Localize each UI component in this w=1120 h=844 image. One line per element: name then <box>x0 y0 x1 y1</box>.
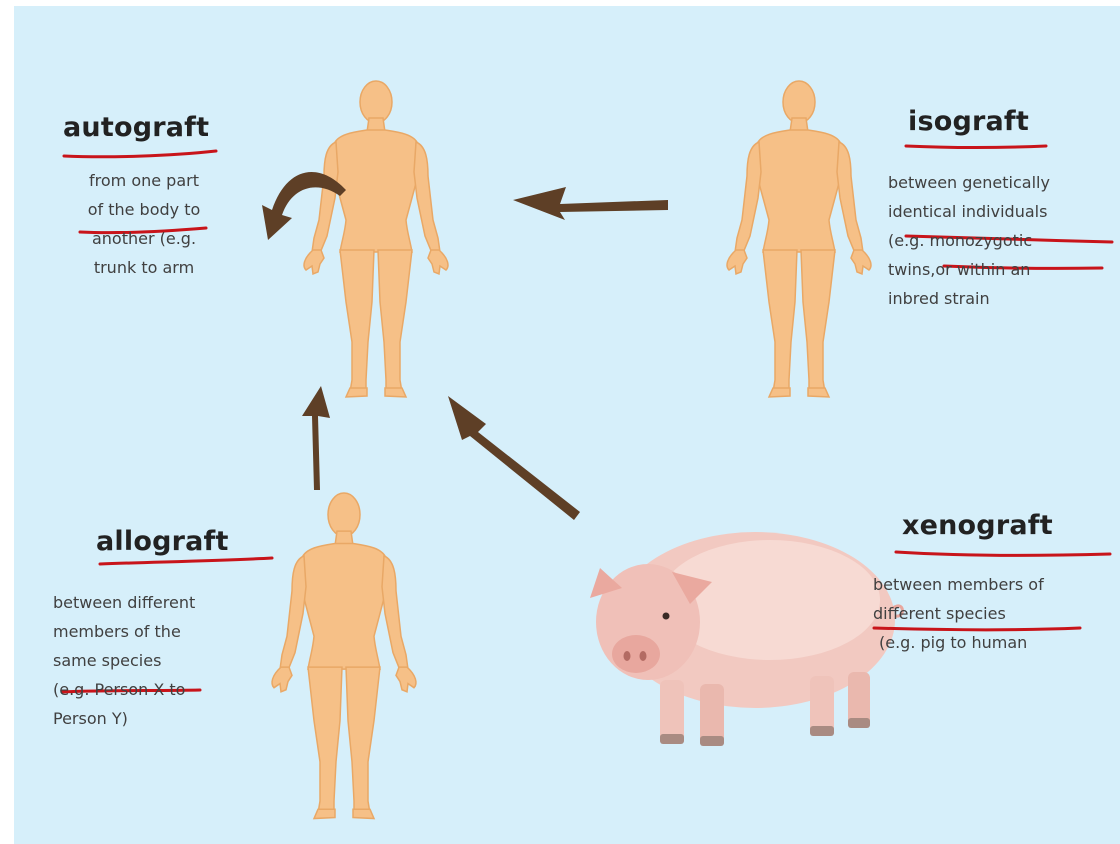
pig-icon <box>590 532 902 746</box>
allograft-description: between different members of the same sp… <box>53 588 273 733</box>
allograft-line: same species <box>53 646 273 675</box>
human-figure-icon <box>272 493 416 818</box>
isograft-description: between genetically identical individual… <box>888 168 1120 313</box>
autograft-line: of the body to <box>54 195 234 224</box>
isograft-line: identical individuals <box>888 197 1120 226</box>
autograft-description: from one part of the body to another (e.… <box>54 166 234 282</box>
autograft-line: from one part <box>54 166 234 195</box>
isograft-line: (e.g. monozygotic <box>888 226 1120 255</box>
isograft-line: between genetically <box>888 168 1120 197</box>
xenograft-line: different species <box>873 599 1120 628</box>
isograft-line: twins,or within an <box>888 255 1120 284</box>
arrow-icon <box>302 386 330 490</box>
autograft-line: trunk to arm <box>54 253 234 282</box>
xenograft-title: xenograft <box>902 510 1053 541</box>
allograft-line: Person Y) <box>53 704 273 733</box>
arrow-icon <box>513 187 668 220</box>
autograft-line: another (e.g. <box>54 224 234 253</box>
xenograft-description: between members of different species (e.… <box>873 570 1120 657</box>
xenograft-line: between members of <box>873 570 1120 599</box>
arrow-icon <box>448 396 580 520</box>
allograft-line: members of the <box>53 617 273 646</box>
human-figure-icon <box>727 81 871 397</box>
allograft-title: allograft <box>96 526 229 557</box>
allograft-line: (e.g. Person X to <box>53 675 273 704</box>
xenograft-line: (e.g. pig to human <box>873 628 1120 657</box>
allograft-line: between different <box>53 588 273 617</box>
autograft-title: autograft <box>63 112 209 143</box>
isograft-title: isograft <box>908 106 1029 137</box>
human-figure-icon <box>304 81 448 397</box>
isograft-line: inbred strain <box>888 284 1120 313</box>
